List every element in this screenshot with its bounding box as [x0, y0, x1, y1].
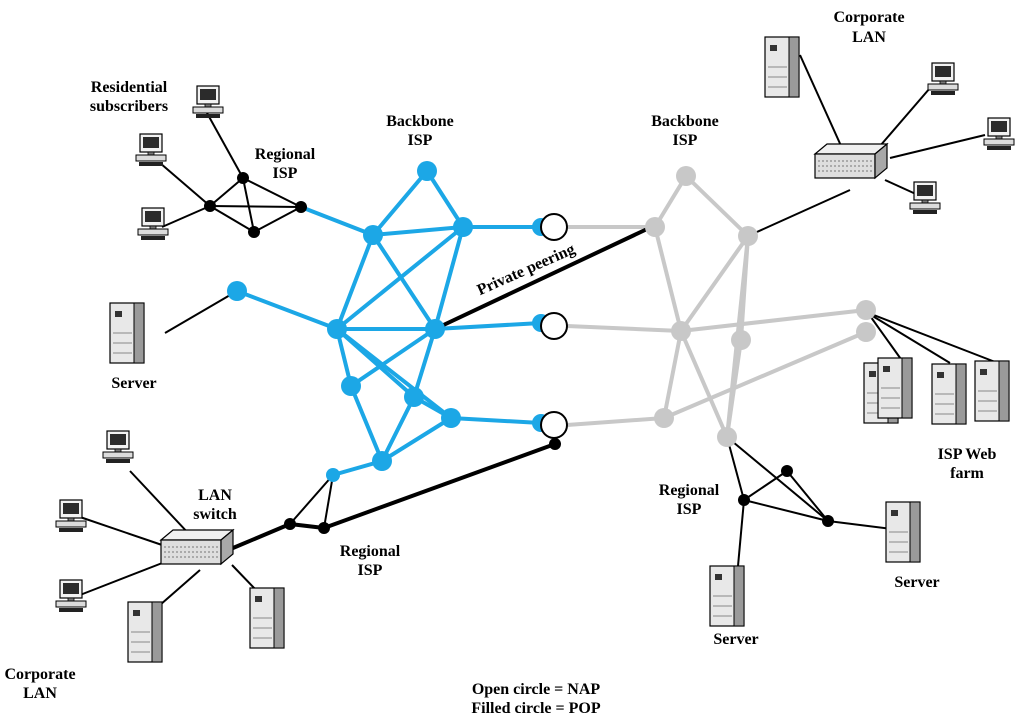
- computer-icon: [55, 499, 87, 533]
- pop-node: [295, 201, 307, 213]
- residential-subscribers-label: Residential: [91, 79, 168, 96]
- regional-isp-label: Regional: [255, 146, 316, 163]
- isp-web-farm-label: ISP Web: [938, 446, 997, 463]
- left-backbone-pops: [227, 161, 550, 482]
- pop-node: [227, 281, 247, 301]
- pop-node: [363, 225, 383, 245]
- computer-icon: [102, 430, 134, 464]
- lan-switch-icon: [160, 529, 234, 565]
- svg-text:farm: farm: [950, 465, 984, 482]
- pop-node: [425, 319, 445, 339]
- lan-switch-uplink: [231, 522, 292, 550]
- server-tower-icon: [249, 587, 285, 649]
- server-tower-icon: [127, 601, 163, 663]
- backbone-isp-label: Backbone: [651, 113, 719, 130]
- corporate-lan-label: Corporate: [833, 9, 904, 26]
- computer-icon: [55, 579, 87, 613]
- server-tower-icon: [709, 565, 745, 627]
- pop-node: [318, 522, 330, 534]
- equipment: [55, 36, 1015, 663]
- access-links: [79, 54, 1004, 606]
- regional-isp-label: Regional: [659, 482, 720, 499]
- corporate-lan-label: Corporate: [4, 666, 75, 683]
- pop-node: [654, 408, 674, 428]
- pop-node: [417, 161, 437, 181]
- svg-text:subscribers: subscribers: [90, 98, 168, 115]
- computer-icon: [983, 117, 1015, 151]
- pop-node: [781, 465, 793, 477]
- pop-node: [441, 408, 461, 428]
- lan-switch-icon: [814, 143, 888, 179]
- pop-node: [284, 518, 296, 530]
- right-backbone-isp: [565, 174, 868, 439]
- regional-pops: [204, 172, 834, 534]
- server-label: Server: [713, 631, 758, 648]
- pop-node: [676, 166, 696, 186]
- backbone-isp-label: Backbone: [386, 113, 454, 130]
- regional-to-nap-link: [322, 442, 557, 530]
- computer-icon: [135, 133, 167, 167]
- pop-node: [738, 226, 758, 246]
- pop-node: [549, 438, 561, 450]
- svg-text:ISP: ISP: [677, 501, 702, 518]
- computer-icon: [927, 62, 959, 96]
- labels: Residential subscribers Regional ISP Bac…: [4, 9, 996, 717]
- server-tower-icon: [764, 36, 800, 98]
- nap-nodes: [540, 213, 568, 439]
- pop-node: [204, 200, 216, 212]
- pop-node: [856, 300, 876, 320]
- pop-node: [645, 217, 665, 237]
- svg-text:LAN: LAN: [852, 29, 886, 46]
- computer-icon: [909, 181, 941, 215]
- server-tower-icon: [974, 360, 1010, 422]
- pop-node: [738, 494, 750, 506]
- pop-node: [341, 376, 361, 396]
- server-label: Server: [111, 375, 156, 392]
- nap-node: [540, 411, 568, 439]
- svg-text:ISP: ISP: [408, 132, 433, 149]
- private-peering-link: [433, 228, 647, 331]
- regional-isp-label: Regional: [340, 543, 401, 560]
- server-label: Server: [894, 574, 939, 591]
- svg-text:ISP: ISP: [673, 132, 698, 149]
- server-tower-icon: [109, 302, 145, 364]
- svg-text:switch: switch: [193, 506, 237, 523]
- pop-node: [326, 468, 340, 482]
- thick-peering-links: [231, 228, 647, 550]
- computer-icon: [137, 207, 169, 241]
- svg-text:ISP: ISP: [273, 165, 298, 182]
- svg-text:ISP: ISP: [358, 562, 383, 579]
- lan-switch-label: LAN: [198, 487, 232, 504]
- pop-node: [822, 515, 834, 527]
- pop-node: [237, 172, 249, 184]
- regional-isp-links: [209, 177, 829, 529]
- pop-node: [731, 330, 751, 350]
- pop-node: [856, 322, 876, 342]
- computer-icon: [192, 85, 224, 119]
- pop-node: [404, 387, 424, 407]
- pop-node: [248, 226, 260, 238]
- pop-node: [671, 321, 691, 341]
- pop-node: [372, 451, 392, 471]
- pop-node: [717, 427, 737, 447]
- right-backbone-pops: [645, 166, 876, 447]
- server-tower-icon: [931, 363, 967, 425]
- nap-node: [540, 213, 568, 241]
- nap-node: [540, 312, 568, 340]
- server-tower-icon: [877, 357, 913, 419]
- server-tower-icon: [885, 501, 921, 563]
- legend-nap: Open circle = NAP: [472, 681, 601, 698]
- pop-node: [453, 217, 473, 237]
- pop-node: [327, 319, 347, 339]
- svg-text:LAN: LAN: [23, 685, 57, 702]
- legend-pop: Filled circle = POP: [471, 700, 600, 717]
